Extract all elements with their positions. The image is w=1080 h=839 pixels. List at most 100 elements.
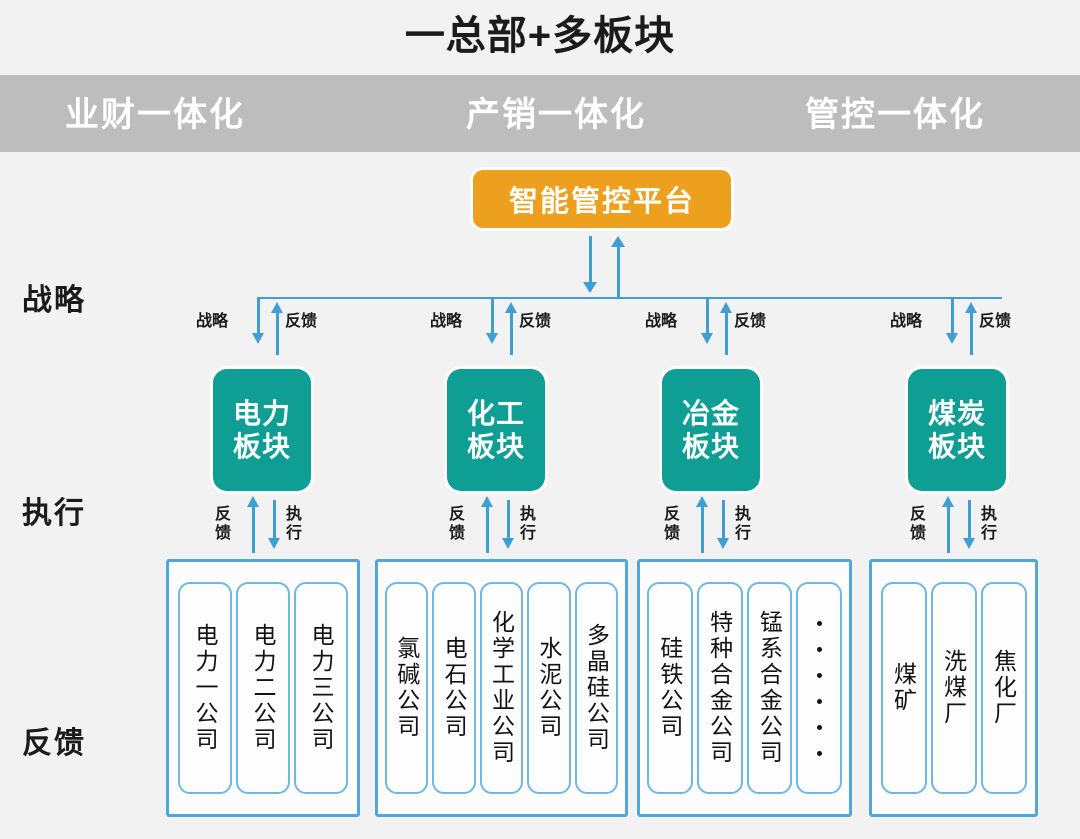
distribution-bus [258,297,1002,299]
branch-1-down-arrowhead [486,333,498,344]
company-box[interactable]: 电石公司 [432,582,476,794]
branch-2-down-arrowhead [701,333,713,344]
company-box[interactable]: 焦化厂 [980,582,1027,794]
dot [816,750,822,756]
dot [816,672,822,678]
company-label: 焦化厂 [990,649,1017,727]
band-label-0: 业财一体化 [65,96,245,134]
branch-0-up-line [276,312,279,355]
exec-2-down-arrowhead [717,538,729,549]
sector-label-metallurgy: 冶金板块 [682,398,741,462]
exec-0-down-arrowhead [268,538,280,549]
company-box[interactable]: 电力一公司 [178,582,232,794]
branch-1-down-line [491,297,494,337]
company-box[interactable]: 煤矿 [880,582,927,794]
company-label: 电力一公司 [192,623,218,753]
branch-0-strategy-label: 战略 [196,313,229,330]
sector-box-coal[interactable]: 煤炭板块 [908,369,1006,491]
branch-1-up-arrowhead [505,302,517,313]
branch-3-feedback-label: 反馈 [979,313,1012,330]
branch-3-strategy-label: 战略 [890,313,923,330]
company-box[interactable]: 化学工业公司 [479,582,524,794]
branch-3-up-arrowhead [965,302,977,313]
exec-0-execution-label: 执行 [285,506,302,542]
exec-1-down-line [507,500,510,541]
exec-3-down-arrowhead [963,538,975,549]
company-box[interactable]: 氯碱公司 [384,582,429,794]
platform-up-line [617,247,620,298]
company-box[interactable]: 电力二公司 [236,582,290,794]
company-label: 硅铁公司 [656,636,683,740]
company-label: 电石公司 [441,636,468,740]
exec-2-feedback-label: 反馈 [663,506,680,542]
vertical-ellipsis [816,601,822,776]
company-label: 多晶硅公司 [583,623,610,753]
sector-label-chemical: 化工板块 [467,398,526,462]
exec-1-up-line [486,505,489,553]
company-box[interactable]: 硅铁公司 [647,582,693,794]
company-group-power: 电力一公司 电力二公司 电力三公司 [166,559,360,817]
branch-1-up-line [510,312,513,355]
page-title: 一总部+多板块 [404,14,676,58]
company-box[interactable]: 多晶硅公司 [574,582,619,794]
platform-down-line [589,236,592,284]
branch-3-down-arrowhead [946,333,958,344]
title-band [0,0,1080,75]
dot [816,698,822,704]
company-box-ellipsis [796,582,842,794]
row-label-strategy: 战略 [22,284,86,317]
sector-label-power: 电力板块 [233,398,292,462]
exec-3-feedback-label: 反馈 [909,506,926,542]
exec-2-down-line [722,500,725,541]
exec-0-feedback-label: 反馈 [214,506,231,542]
company-label: 特种合金公司 [706,610,733,766]
company-group-coal: 煤矿 洗煤厂 焦化厂 [869,559,1038,817]
company-box[interactable]: 洗煤厂 [930,582,977,794]
row-label-feedback: 反馈 [22,727,86,760]
dot [816,724,822,730]
branch-2-up-line [725,312,728,355]
exec-3-up-line [947,505,950,553]
branch-0-up-arrowhead [271,302,283,313]
branch-1-feedback-label: 反馈 [519,313,552,330]
platform-up-arrowhead [611,236,625,247]
exec-3-execution-label: 执行 [980,506,997,542]
company-group-metallurgy: 硅铁公司 特种合金公司 锰系合金公司 [637,559,852,817]
exec-2-up-arrowhead [696,496,708,507]
company-box[interactable]: 特种合金公司 [696,582,743,794]
branch-2-down-line [706,297,709,337]
platform-label: 智能管控平台 [508,186,695,218]
company-group-chemical: 氯碱公司 电石公司 化学工业公司 水泥公司 多晶硅公司 [375,559,628,817]
exec-3-up-arrowhead [942,496,954,507]
branch-2-feedback-label: 反馈 [734,313,767,330]
branch-3-up-line [970,312,973,355]
platform-box[interactable]: 智能管控平台 [473,170,731,228]
exec-1-down-arrowhead [502,538,514,549]
exec-0-up-line [252,505,255,553]
band-label-2: 管控一体化 [805,96,985,134]
exec-2-up-line [701,505,704,553]
company-label: 化学工业公司 [488,610,515,766]
band-label-1: 产销一体化 [466,96,646,134]
company-label: 电力二公司 [250,623,276,753]
company-label: 煤矿 [890,662,917,714]
company-box[interactable]: 锰系合金公司 [746,582,793,794]
exec-2-execution-label: 执行 [734,506,751,542]
branch-2-strategy-label: 战略 [645,313,678,330]
sector-box-chemical[interactable]: 化工板块 [447,369,545,491]
sector-box-metallurgy[interactable]: 冶金板块 [662,369,760,491]
company-box[interactable]: 电力三公司 [294,582,348,794]
platform-down-arrowhead [583,282,597,293]
branch-2-up-arrowhead [720,302,732,313]
exec-0-down-line [273,500,276,541]
branch-0-down-arrowhead [252,333,264,344]
exec-1-feedback-label: 反馈 [448,506,465,542]
company-label: 水泥公司 [535,636,562,740]
sector-box-power[interactable]: 电力板块 [213,369,311,491]
integration-band [0,75,1080,152]
sector-label-coal: 煤炭板块 [928,398,987,462]
dot [816,620,822,626]
company-box[interactable]: 水泥公司 [527,582,571,794]
company-label: 锰系合金公司 [756,610,783,766]
